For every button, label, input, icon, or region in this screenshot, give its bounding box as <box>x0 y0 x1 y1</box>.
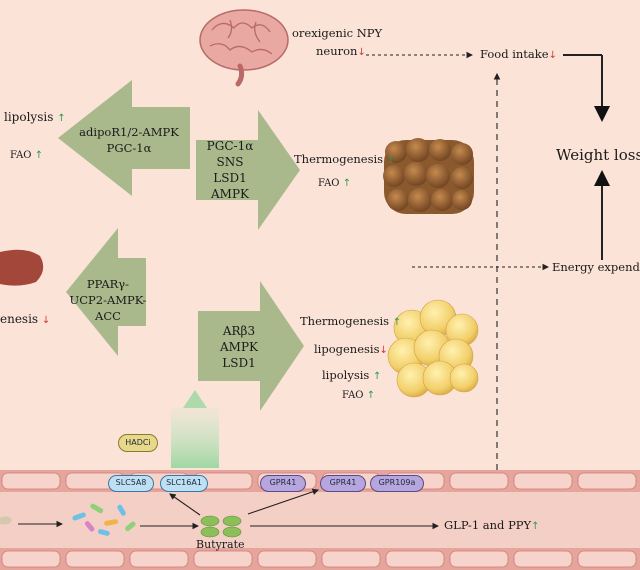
down-arrow: ↓ <box>357 47 366 58</box>
pathway-line: PGC-1α <box>106 141 152 155</box>
fao-left-label: FAO ↑ <box>10 150 43 161</box>
down-arrow: ↓ <box>379 345 388 356</box>
arrow-white-fat-left <box>58 80 190 196</box>
up-arrow: ↑ <box>531 521 540 532</box>
up-arrow: ↑ <box>372 371 382 382</box>
brown-fao-label: FAO ↑ <box>318 178 351 189</box>
food-intake-label: Food intake↓ <box>480 47 557 61</box>
receptor-gpr41-b: GPR41 <box>320 475 366 492</box>
up-arrow: ↑ <box>57 113 66 124</box>
down-arrow: ↓ <box>548 50 557 61</box>
arrow-brown-fat <box>196 110 300 230</box>
npy-label-line1: orexigenic NPY <box>292 26 383 40</box>
up-arrow: ↑ <box>34 150 44 161</box>
white-fat-right-pathway-text: ARβ3 AMPK LSD1 <box>208 323 270 371</box>
liver-pathway-text: PPARγ- UCP2-AMPK-ACC <box>66 276 150 324</box>
down-arrow: ↓ <box>41 315 51 326</box>
transporter-slc5a8: SLC5A8 <box>108 475 154 492</box>
brain-icon <box>199 9 289 87</box>
pathway-line: PPARγ- <box>86 277 130 291</box>
up-arrow: ↑ <box>386 155 396 166</box>
pathway-line: LSD1 <box>222 356 256 370</box>
pathway-line: ARβ3 <box>222 324 256 338</box>
lipogenesis-text: lipogenesis <box>314 342 380 356</box>
receptor-gpr109a: GPR109a <box>370 475 424 492</box>
glp-text: GLP-1 and PPY <box>444 518 532 532</box>
lipolysis-text: lipolysis <box>4 110 54 124</box>
brown-adipose-icon <box>383 138 474 214</box>
brown-thermogenesis-label: Thermogenesis ↑ <box>294 152 395 166</box>
fao-text: FAO <box>342 390 364 401</box>
brown-fat-pathway-text: PGC-1α SNS LSD1 AMPK <box>200 138 260 202</box>
butyrate-signal-arrow <box>171 390 219 468</box>
butyrate-icon <box>200 515 242 538</box>
left-edge-cell <box>0 516 12 525</box>
pathway-line: AMPK <box>220 340 258 354</box>
butyrate-to-slc-line <box>169 493 201 516</box>
lipogenesis-label: lipogenesis↓ <box>314 342 388 356</box>
thermogenesis-text: Thermogenesis <box>300 314 390 328</box>
up-arrow: ↑ <box>366 390 376 401</box>
liver-genesis-label: enesis ↓ <box>0 312 50 326</box>
white-fat-left-pathway-text: adipoR1/2-AMPK PGC-1α <box>66 124 192 156</box>
pathway-line: PGC-1α <box>206 139 254 153</box>
white-fao-label: FAO ↑ <box>342 390 375 401</box>
liver-icon <box>0 249 44 286</box>
butyrate-label: Butyrate <box>196 538 245 551</box>
arrow-white-fat-right <box>198 281 304 411</box>
neuron-text: neuron <box>316 44 358 58</box>
pathway-line: SNS <box>216 155 244 169</box>
fao-text: FAO <box>318 178 340 189</box>
pathway-arrows <box>58 80 304 411</box>
energy-expenditure-label: Energy expendi <box>552 260 640 274</box>
butyrate-to-gpr-line <box>247 488 320 515</box>
fao-text: FAO <box>10 150 32 161</box>
bacteria-icon <box>72 503 136 536</box>
lipolysis-text: lipolysis <box>322 368 370 382</box>
genesis-text: enesis <box>0 312 39 326</box>
pathway-line: AMPK <box>211 187 249 201</box>
connectors <box>18 51 610 530</box>
white-adipose-icon <box>387 299 479 398</box>
food-intake-text: Food intake <box>480 47 549 61</box>
hdaci-badge: HADCi <box>118 434 158 452</box>
thermogenesis-text: Thermogenesis <box>294 152 384 166</box>
weight-loss-label: Weight loss <box>556 146 640 164</box>
pathway-line: UCP2-AMPK-ACC <box>69 293 147 323</box>
pathway-line: LSD1 <box>213 171 247 185</box>
neuron-label: neuron↓ <box>316 44 366 58</box>
pathway-line: adipoR1/2-AMPK <box>79 125 179 139</box>
transporter-slc16a1: SLC16A1 <box>160 475 208 492</box>
receptor-gpr41-a: GPR41 <box>260 475 306 492</box>
glp-label: GLP-1 and PPY↑ <box>444 518 540 532</box>
lipolysis-left-label: lipolysis ↑ <box>4 110 66 124</box>
arrow-liver <box>66 228 146 356</box>
white-thermogenesis-label: Thermogenesis ↑ <box>300 314 401 328</box>
lipolysis-right-label: lipolysis ↑ <box>322 368 381 382</box>
up-arrow: ↑ <box>392 317 402 328</box>
npy-label: orexigenic NPY <box>292 26 382 40</box>
up-arrow: ↑ <box>342 178 352 189</box>
